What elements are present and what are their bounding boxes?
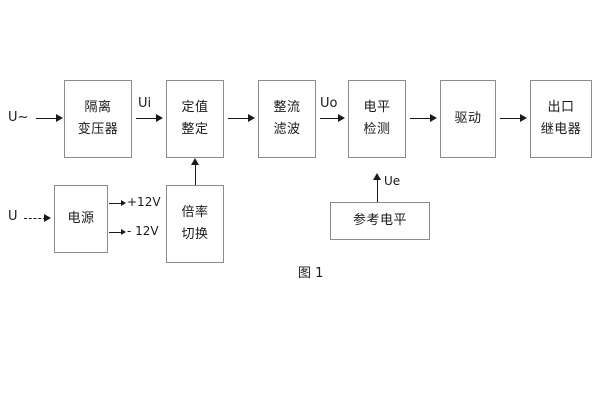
connector-multiplier-to-setting-line [195, 165, 196, 185]
connector-uo-arrow [338, 114, 345, 122]
block-isolation-transformer: 隔离 变压器 [64, 80, 132, 158]
rail-negative-label: - 12V [127, 224, 159, 238]
block-reference-level: 参考电平 [330, 202, 430, 240]
connector-input-ac-arrow [56, 114, 63, 122]
connector-ui-arrow [156, 114, 163, 122]
block-multiplier-switch: 倍率 切换 [166, 185, 224, 263]
connector-level-to-drive-line [410, 118, 432, 119]
block-isolation-transformer-line-2: 变压器 [77, 122, 119, 137]
signal-uo-label: Uo [320, 96, 338, 111]
block-output-relay-line-2: 继电器 [540, 122, 582, 137]
connector-rail-neg-arrow [121, 229, 126, 235]
connector-ue-arrow [373, 173, 381, 180]
block-multiplier-switch-line-1: 倍率 [181, 205, 209, 221]
connector-multiplier-to-setting-arrow [191, 158, 199, 165]
connector-rail-pos-line [109, 203, 123, 204]
block-drive: 驱动 [440, 80, 496, 158]
signal-ui-label: Ui [138, 96, 152, 111]
signal-ue-label: Ue [384, 174, 401, 188]
input-dc-label: U [8, 209, 18, 224]
block-setting-value-line-2: 整定 [181, 122, 209, 137]
connector-input-dc-dashed [24, 218, 46, 219]
figure-caption: 图 1 [298, 266, 324, 281]
rail-positive-label: +12V [127, 195, 161, 209]
block-rectify-filter-line-1: 整流 [273, 100, 301, 116]
connector-setting-to-rectify-arrow [248, 114, 255, 122]
block-multiplier-switch-line-2: 切换 [181, 227, 209, 242]
connector-setting-to-rectify-line [228, 118, 250, 119]
connector-ui-line [136, 118, 158, 119]
block-level-detect: 电平 检测 [348, 80, 406, 158]
connector-uo-line [320, 118, 340, 119]
block-setting-value: 定值 整定 [166, 80, 224, 158]
connector-drive-to-relay-line [500, 118, 522, 119]
block-output-relay-line-1: 出口 [547, 100, 575, 116]
block-level-detect-line-2: 检测 [363, 122, 391, 137]
connector-drive-to-relay-arrow [520, 114, 527, 122]
block-output-relay: 出口 继电器 [530, 80, 592, 158]
block-power-supply-line-1: 电源 [67, 211, 95, 227]
connector-rail-pos-arrow [121, 200, 126, 206]
connector-rail-neg-line [109, 232, 123, 233]
connector-ue-line [377, 180, 378, 202]
block-rectify-filter: 整流 滤波 [258, 80, 316, 158]
input-ac-label: U~ [8, 110, 29, 125]
connector-input-ac-line [36, 118, 58, 119]
connector-level-to-drive-arrow [430, 114, 437, 122]
block-reference-level-line-1: 参考电平 [352, 213, 407, 229]
connector-input-dc-arrow [44, 214, 51, 222]
block-setting-value-line-1: 定值 [181, 100, 209, 116]
block-rectify-filter-line-2: 滤波 [273, 122, 301, 137]
block-drive-line-1: 驱动 [454, 111, 482, 127]
block-level-detect-line-1: 电平 [363, 100, 391, 116]
block-isolation-transformer-line-1: 隔离 [84, 100, 112, 116]
block-power-supply: 电源 [54, 185, 108, 253]
